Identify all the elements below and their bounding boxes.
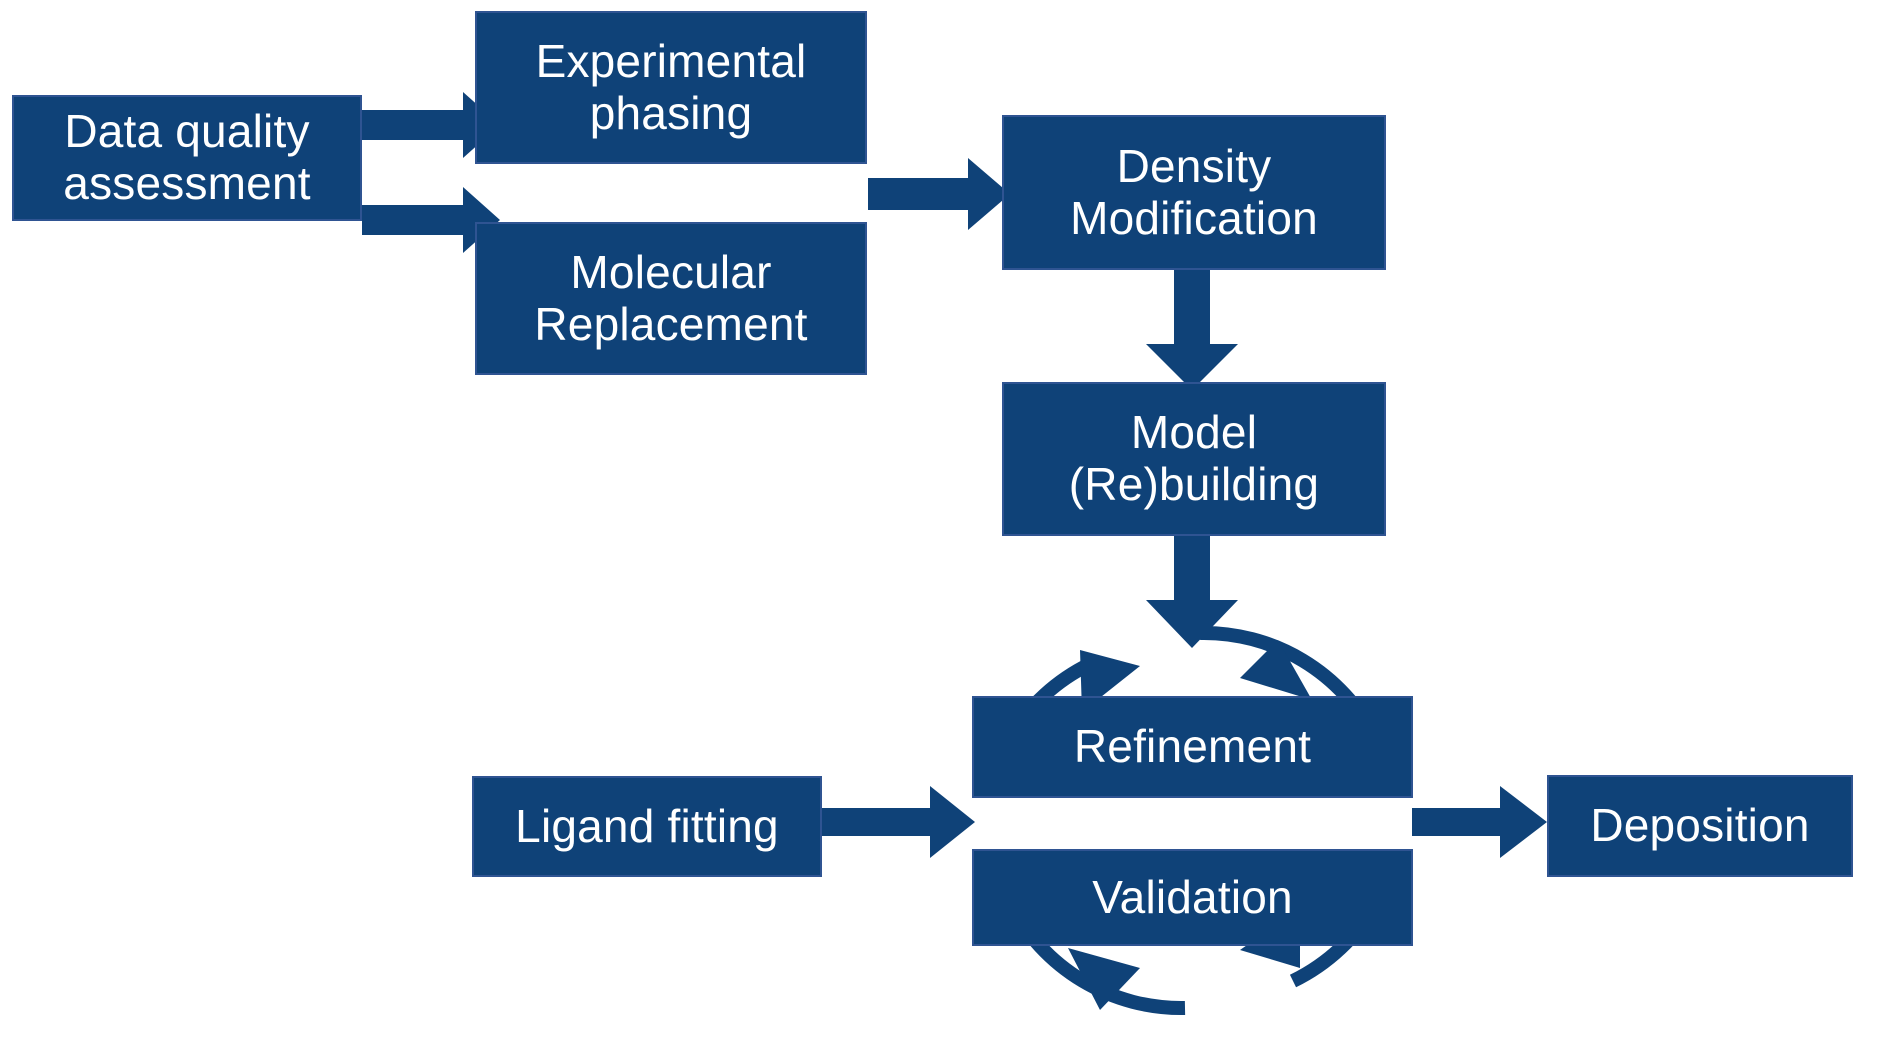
arrow-phasing-to-density-modification (868, 158, 1010, 230)
node-model-rebuilding[interactable]: Model (Re)building (1002, 382, 1386, 536)
arrow-cycle-to-deposition (1412, 786, 1547, 858)
node-data-quality-assessment[interactable]: Data quality assessment (12, 95, 362, 221)
arrow-density-modification-to-model-rebuilding (1146, 270, 1238, 390)
node-refinement[interactable]: Refinement (972, 696, 1413, 798)
arrow-model-rebuilding-to-cycle (1146, 536, 1238, 648)
cycle-arrowhead-bottom-left (1068, 948, 1140, 1010)
node-deposition[interactable]: Deposition (1547, 775, 1853, 877)
node-density-modification[interactable]: Density Modification (1002, 115, 1386, 270)
node-ligand-fitting[interactable]: Ligand fitting (472, 776, 822, 877)
node-validation[interactable]: Validation (972, 849, 1413, 946)
node-experimental-phasing[interactable]: Experimental phasing (475, 11, 867, 164)
node-molecular-replacement[interactable]: Molecular Replacement (475, 222, 867, 375)
arrow-ligand-fitting-to-cycle (822, 786, 975, 858)
cycle-arrowhead-top-right (1240, 640, 1312, 700)
